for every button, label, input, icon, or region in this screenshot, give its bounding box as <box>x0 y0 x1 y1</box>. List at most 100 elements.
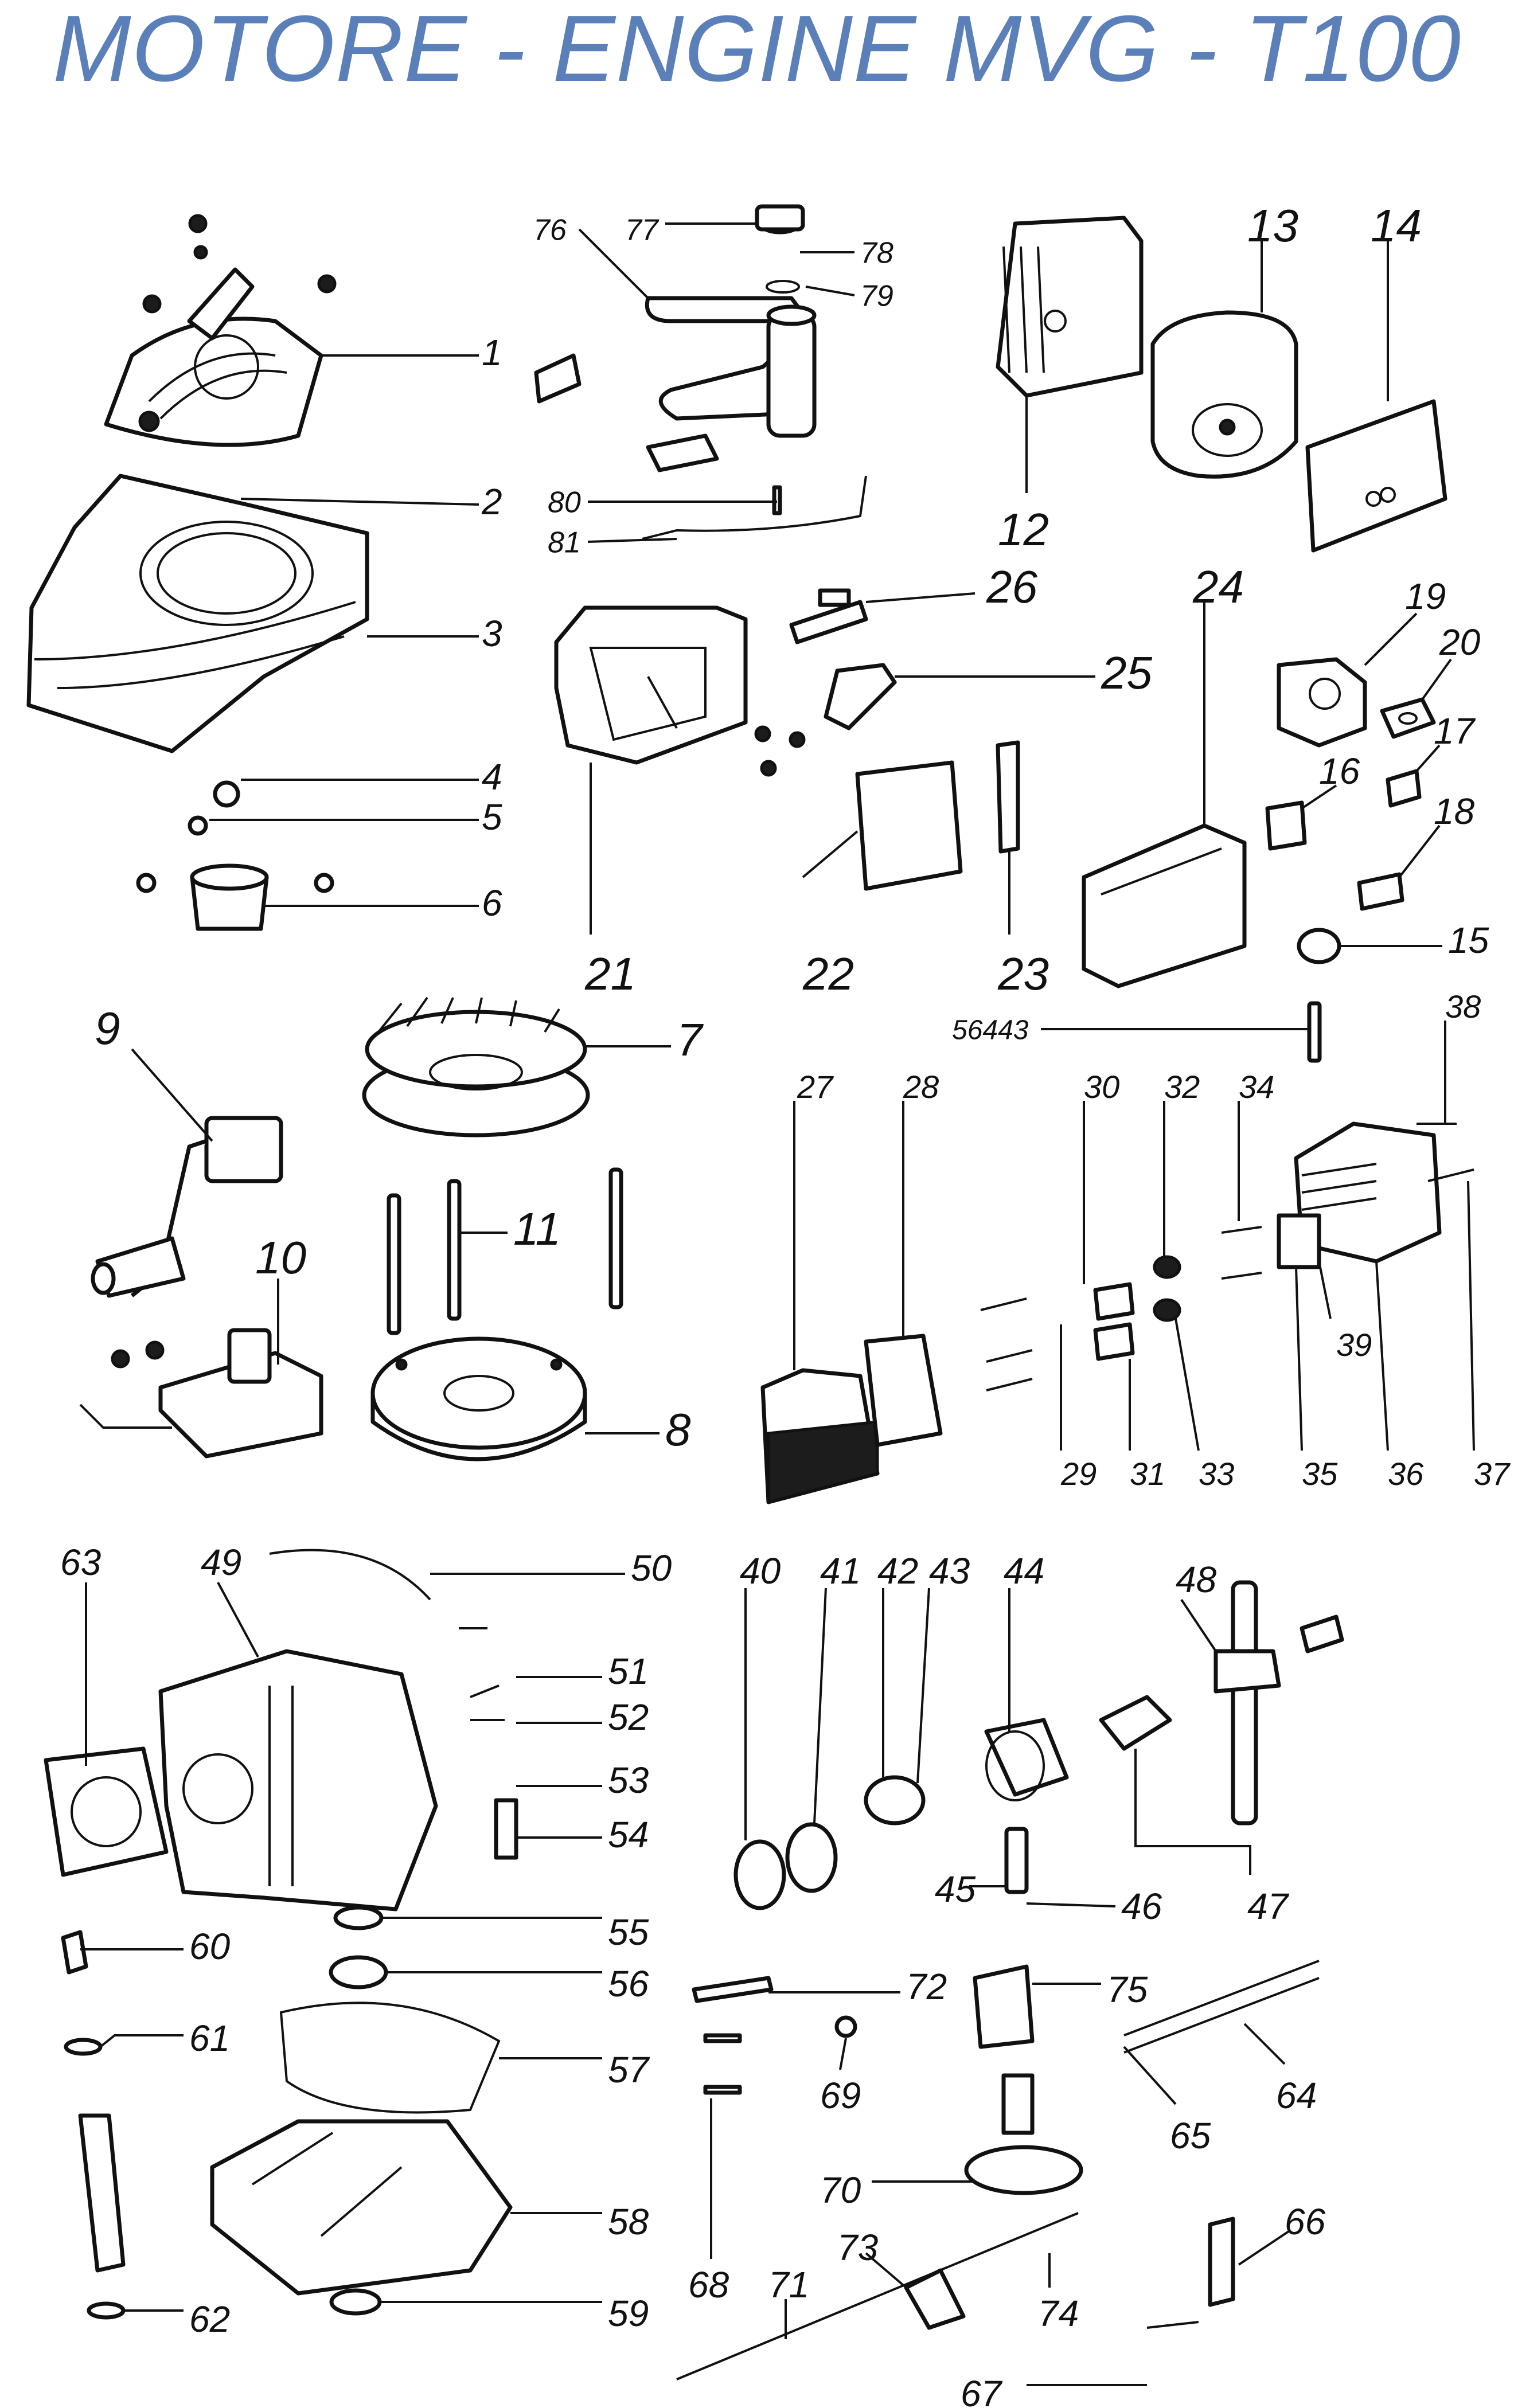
part-number-41: 41 <box>820 1550 861 1592</box>
flywheel-nut-cup-parts <box>136 780 334 931</box>
part-number-48: 48 <box>1176 1559 1217 1600</box>
part-number-6: 6 <box>482 882 502 924</box>
part-number-27: 27 <box>797 1069 834 1105</box>
leader-line-19 <box>1364 612 1418 666</box>
part-drawings <box>26 204 1474 2380</box>
part-number-46: 46 <box>1121 1886 1162 1927</box>
part-number-78: 78 <box>860 237 893 270</box>
part-number-25: 25 <box>1101 647 1152 698</box>
leader-line-2 <box>240 498 479 506</box>
leader-line-81 <box>587 538 677 543</box>
part-number-43: 43 <box>929 1550 970 1592</box>
leader-line-33 <box>1174 1318 1200 1451</box>
part-number-64: 64 <box>1276 2075 1317 2116</box>
leader-line-16 <box>1301 784 1337 810</box>
air-filter-base-part <box>554 605 806 777</box>
part-number-54: 54 <box>608 1814 649 1855</box>
part-number-66: 66 <box>1285 2201 1326 2242</box>
leader-line-35 <box>1295 1266 1303 1451</box>
part-number-5: 5 <box>482 796 502 838</box>
valve-cover-part <box>760 1334 943 1504</box>
leader-line-66 <box>1238 2229 1291 2266</box>
leader-line-79 <box>805 286 855 296</box>
page-title: MOTORE - ENGINE MVG - T100 <box>53 0 1461 101</box>
leader-line-37 <box>1467 1180 1475 1451</box>
part-number-7: 7 <box>677 1014 704 1065</box>
part-number-59: 59 <box>608 2293 649 2334</box>
part-number-50: 50 <box>631 1547 672 1589</box>
part-number-2: 2 <box>481 481 502 522</box>
leader-line-20 <box>1421 658 1452 701</box>
part-number-11: 11 <box>513 1203 561 1254</box>
leader-line-36 <box>1375 1261 1389 1451</box>
leader-line-22 <box>802 830 859 878</box>
part-number-76: 76 <box>533 214 567 247</box>
part-number-81: 81 <box>548 526 581 560</box>
fuel-tank-part <box>534 204 867 540</box>
leader-line-17 <box>1415 744 1441 772</box>
leader-line-26 <box>865 592 975 603</box>
part-number-32: 32 <box>1164 1069 1200 1105</box>
piston-crankshaft-part <box>733 1580 1344 1910</box>
flywheel-fan-part <box>362 996 590 1137</box>
heat-shield-part <box>1305 399 1447 553</box>
camshaft-governor-part <box>676 1960 1320 2380</box>
part-number-74: 74 <box>1038 2293 1079 2334</box>
part-number-18: 18 <box>1434 791 1475 832</box>
part-number-35: 35 <box>1302 1456 1338 1492</box>
part-number-40: 40 <box>740 1550 781 1592</box>
leader-line-43 <box>916 1588 930 1784</box>
part-number-1: 1 <box>482 332 502 373</box>
part-number-30: 30 <box>1084 1069 1119 1105</box>
part-number-38: 38 <box>1445 988 1481 1025</box>
part-number-22: 22 <box>802 948 854 999</box>
part-number-51: 51 <box>608 1651 649 1692</box>
part-number-19: 19 <box>1405 576 1446 617</box>
part-number-36: 36 <box>1388 1456 1424 1492</box>
leader-line-39 <box>1318 1261 1332 1319</box>
part-number-72: 72 <box>906 1966 947 2007</box>
leader-line-64 <box>1243 2023 1286 2065</box>
part-number-57: 57 <box>608 2049 650 2090</box>
part-number-68: 68 <box>688 2264 729 2305</box>
breather-tube-part <box>789 588 897 730</box>
leader-line-47 <box>1134 1749 1251 1875</box>
crankcase-part <box>44 1549 518 1911</box>
part-number-61: 61 <box>189 2018 230 2059</box>
part-number-79: 79 <box>860 280 893 313</box>
part-number-33: 33 <box>1199 1456 1234 1492</box>
starter-cover-part <box>104 214 337 447</box>
part-number-37: 37 <box>1474 1456 1511 1492</box>
switch-bracket-part <box>79 1328 323 1459</box>
part-number-9: 9 <box>95 1003 120 1054</box>
part-number-8: 8 <box>665 1404 691 1455</box>
part-number-52: 52 <box>608 1696 649 1738</box>
air-filter-elements-part <box>855 740 1247 988</box>
leader-line-65 <box>1123 2046 1177 2105</box>
part-number-15: 15 <box>1448 920 1489 961</box>
part-number-75: 75 <box>1107 1969 1148 2010</box>
part-number-77: 77 <box>625 214 660 247</box>
muffler-cover-part <box>1150 310 1298 479</box>
leader-line-69 <box>839 2038 847 2070</box>
part-number-60: 60 <box>189 1926 231 1967</box>
part-number-3: 3 <box>482 613 502 654</box>
part-number-34: 34 <box>1239 1069 1274 1105</box>
part-number-39: 39 <box>1336 1327 1372 1363</box>
muffler-part <box>996 216 1144 398</box>
part-number-58: 58 <box>608 2201 649 2242</box>
leader-line-61 <box>99 2034 184 2048</box>
carburetor-part <box>1265 657 1436 1063</box>
crankcase-cover-part <box>210 1905 513 2316</box>
part-number-31: 31 <box>1130 1456 1165 1492</box>
part-number-28: 28 <box>903 1069 939 1105</box>
part-number-71: 71 <box>768 2264 809 2305</box>
leader-line-46 <box>1026 1902 1116 1907</box>
leader-line-76 <box>578 228 649 299</box>
engine-shroud-part <box>26 474 369 753</box>
part-number-21: 21 <box>584 948 636 999</box>
part-number-70: 70 <box>820 2169 861 2211</box>
flywheel-part <box>370 1336 587 1461</box>
part-number-12: 12 <box>998 504 1049 555</box>
